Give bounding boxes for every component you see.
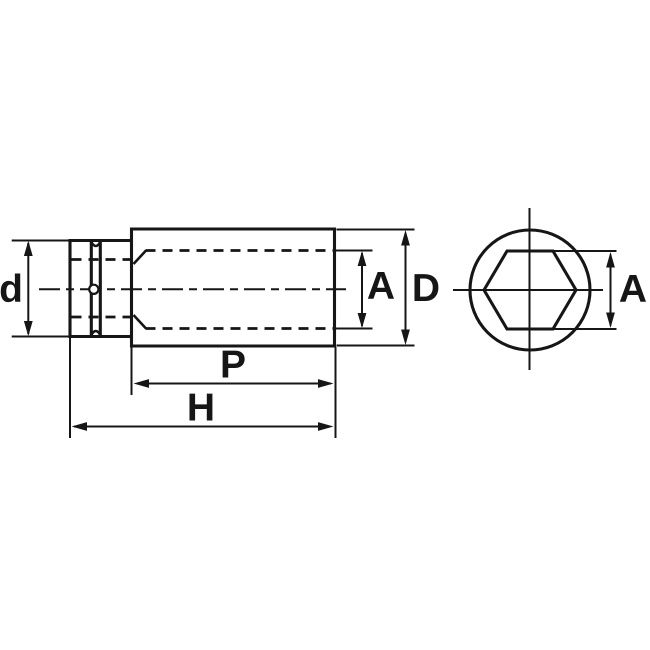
side-view xyxy=(39,227,346,348)
dim-D-arrow-up xyxy=(401,230,410,246)
dim-across-flats-front: A xyxy=(546,250,647,330)
groove-top-recess xyxy=(90,241,102,248)
dim-H-arrow-right xyxy=(318,422,334,431)
dim-P-arrow-right xyxy=(318,379,334,388)
front-hexagon-socket xyxy=(482,249,578,331)
dim-H-label: H xyxy=(187,387,215,430)
dim-d-label: d xyxy=(0,268,23,311)
front-circle-outline xyxy=(468,228,592,352)
bore-chamfer-bottom xyxy=(132,314,147,330)
dim-outer-diameter: D xyxy=(336,228,440,347)
detent-ball xyxy=(88,283,100,295)
dim-a-front-label: A xyxy=(619,268,647,311)
front-view xyxy=(453,208,603,370)
dim-d-arrow-up xyxy=(23,240,33,256)
dim-H-arrow-left xyxy=(71,422,87,431)
dim-a-front-arrow-down xyxy=(606,312,615,328)
dim-P-label: P xyxy=(220,344,246,387)
dim-a-front-arrow-up xyxy=(606,252,615,268)
bore-chamfer-top xyxy=(132,249,147,265)
dim-D-arrow-down xyxy=(401,329,410,345)
dim-a-side-label: A xyxy=(367,265,395,308)
groove-bottom-recess xyxy=(90,329,102,336)
dim-body-length: P xyxy=(130,344,337,438)
dim-socket-opening-side: A xyxy=(334,249,395,330)
dim-P-arrow-left xyxy=(133,379,149,388)
socket-body-outline xyxy=(129,227,337,348)
dim-D-label: D xyxy=(412,267,440,310)
dim-a-side-arrow-up xyxy=(357,250,367,266)
dim-drive-size: d xyxy=(0,239,70,338)
dim-a-side-arrow-down xyxy=(357,313,367,329)
dim-d-arrow-down xyxy=(23,321,33,337)
dim-overall-length: H xyxy=(69,338,334,438)
